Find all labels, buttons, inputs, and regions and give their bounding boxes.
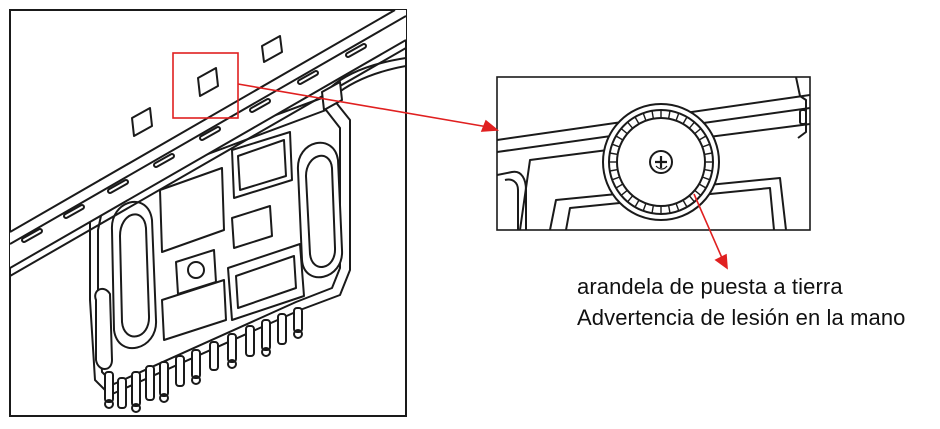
washer-arrow — [693, 193, 723, 259]
detail-drawing — [497, 77, 810, 230]
bottom-connectors — [104, 307, 303, 413]
washer-arrowhead — [714, 253, 728, 270]
zoom-arrow — [237, 83, 489, 128]
left-handle — [110, 200, 158, 349]
washer-tooth — [682, 199, 688, 208]
washer-tooth — [611, 176, 620, 181]
washer-tooth — [634, 116, 640, 125]
mounting-rail — [10, 10, 406, 277]
washer-tooth — [615, 135, 624, 141]
washer-tooth — [611, 143, 620, 148]
washer-tooth — [642, 112, 647, 121]
callout-arrows — [237, 83, 728, 270]
right-handle — [296, 141, 344, 279]
washer-tooth — [688, 195, 695, 203]
washer-tooth — [642, 203, 647, 212]
washer-tooth — [682, 116, 688, 125]
washer-tooth — [609, 152, 618, 156]
washer-tooth — [688, 121, 695, 129]
zoom-arrowhead — [480, 119, 500, 132]
grounding-washer — [602, 103, 720, 221]
washer-tooth — [698, 135, 707, 141]
washer-tooth — [609, 168, 618, 172]
washer-tooth — [694, 189, 702, 196]
washer-tooth — [651, 110, 655, 119]
microinverter-drawing — [10, 10, 406, 413]
caption-hand-injury-warning: Advertencia de lesión en la mano — [577, 305, 906, 330]
washer-tooth — [702, 176, 711, 181]
washer-tooth — [675, 112, 680, 121]
washer-tooth — [698, 183, 707, 189]
washer-tooth — [667, 205, 671, 214]
washer-tooth — [694, 128, 702, 135]
washer-tooth — [667, 110, 671, 119]
washer-tooth — [620, 128, 628, 135]
highlight-box — [172, 52, 239, 119]
washer-tooth — [634, 199, 640, 208]
washer-tooth — [627, 195, 634, 203]
washer-tooth — [620, 189, 628, 196]
washer-tooth — [651, 205, 655, 214]
washer-tooth — [675, 203, 680, 212]
caption-grounding-washer: arandela de puesta a tierra — [577, 274, 843, 299]
washer-tooth — [704, 152, 713, 156]
washer-tooth — [615, 183, 624, 189]
washer-tooth — [702, 143, 711, 148]
washer-tooth — [704, 168, 713, 172]
washer-tooth — [627, 121, 634, 129]
